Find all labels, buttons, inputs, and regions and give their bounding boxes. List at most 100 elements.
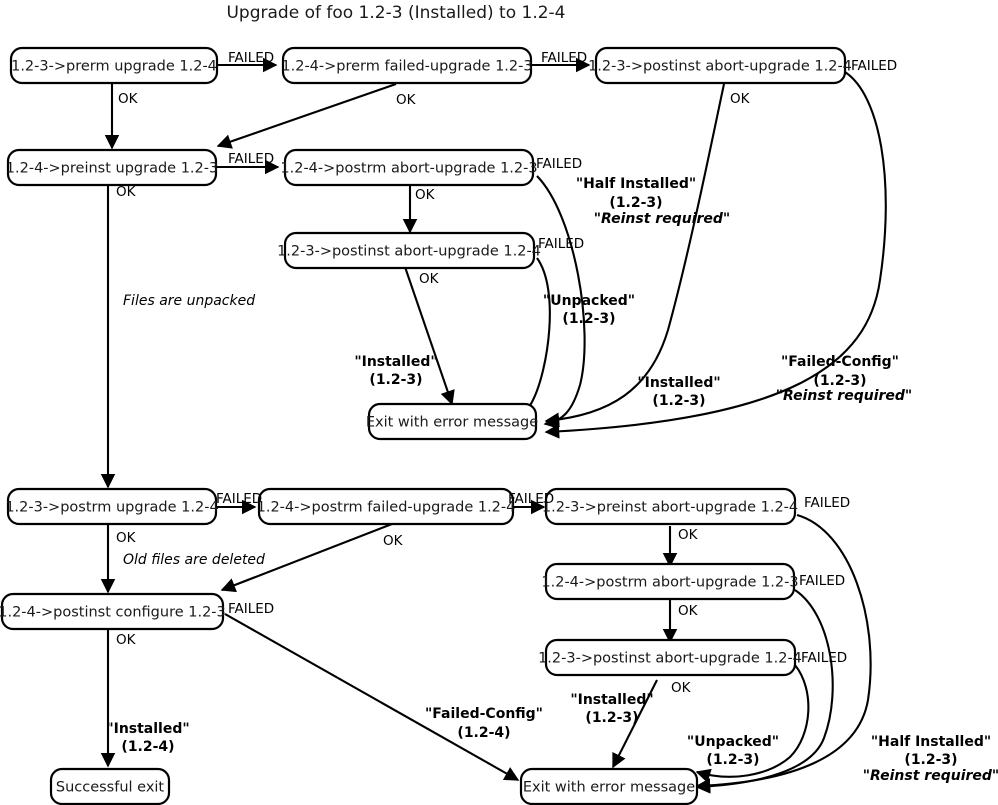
edge-label-ok: OK [671,680,692,696]
edge-label-ok: OK [730,91,751,107]
state-line-3: "Reinst required" [863,768,998,784]
edge-label-ok: OK [116,632,137,648]
node-label: Exit with error message [366,415,538,431]
node-postrm-upgrade[interactable]: 1.2-3->postrm upgrade 1.2-4 [5,487,219,526]
edge-postrmabortmid-failed-exit [536,175,586,429]
edge-preinstabort-failed-exit [695,513,872,793]
state-line-3: "Reinst required" [776,388,912,404]
edge-postinstabortmid-failed-exit [516,257,551,421]
edge-postinstabortlow-failed-exit [695,664,810,783]
state-line-1: "Installed" [354,354,437,370]
edge-postinstabortlow-ok-exit [612,679,658,769]
edge-label-failed: FAILED [216,491,262,507]
edge-label-failed: FAILED [228,50,274,66]
edge-postinstabortmid-ok-exit [403,263,455,406]
edge-label-failed: FAILED [799,573,845,589]
state-line-2: (1.2-4) [457,725,510,741]
edge-label-failed: FAILED [804,495,850,511]
node-prerm-failed-upgrade[interactable]: 1.2-4->prerm failed-upgrade 1.2-3 [281,46,533,85]
node-postrm-abort-mid[interactable]: 1.2-4->postrm abort-upgrade 1.2-3 [280,148,538,187]
node-prerm-upgrade[interactable]: 1.2-3->prerm upgrade 1.2-4 [9,46,219,85]
node-exit-error-bottom[interactable]: Exit with error message [519,767,699,805]
state-line-2: (1.2-4) [121,739,174,755]
node-label: 1.2-4->postrm abort-upgrade 1.2-3 [541,575,798,591]
state-label-unpacked-lower: "Unpacked" (1.2-3) [687,734,779,768]
node-label: 1.2-4->postrm failed-upgrade 1.2-4 [257,500,516,516]
state-label-installed-upper-left: "Installed" (1.2-3) [354,354,437,388]
edge-label-ok: OK [678,527,699,543]
state-line-1: "Half Installed" [871,734,991,750]
state-line-1: "Half Installed" [576,176,696,192]
node-label: 1.2-3->postinst abort-upgrade 1.2-4 [277,244,541,260]
edge-postrmabortlow-failed-exit [695,589,834,794]
state-label-failed-config-124: "Failed-Config" (1.2-4) [425,706,543,741]
edge-label-failed: FAILED [541,50,587,66]
edge-label-ok: OK [118,91,139,107]
state-line-2: (1.2-3) [904,752,957,768]
state-line-2: (1.2-3) [652,393,705,409]
state-line-1: "Failed-Config" [781,354,899,370]
node-postinst-abort-mid[interactable]: 1.2-3->postinst abort-upgrade 1.2-4 [277,231,541,270]
state-line-1: "Installed" [637,375,720,391]
state-line-2: (1.2-3) [813,373,866,389]
node-label: 1.2-4->postinst configure 1.2-3 [0,605,226,621]
state-label-half-installed-lower: "Half Installed" (1.2-3) "Reinst require… [863,734,998,784]
state-label-failed-config-123: "Failed-Config" (1.2-3) "Reinst required… [776,354,912,404]
state-label-half-installed-upper: "Half Installed" (1.2-3) "Reinst require… [576,176,730,227]
state-line-1: "Installed" [570,692,653,708]
node-label: 1.2-4->prerm failed-upgrade 1.2-3 [281,59,532,75]
note-files-unpacked: Files are unpacked [123,293,255,309]
node-postinst-abort-top[interactable]: 1.2-3->postinst abort-upgrade 1.2-4 [588,46,852,85]
node-postinst-configure[interactable]: 1.2-4->postinst configure 1.2-3 [0,592,226,631]
edge-label-failed: FAILED [538,236,584,252]
edge-postrmfail-postinstconf-ok [220,523,393,593]
node-preinst-upgrade[interactable]: 1.2-4->preinst upgrade 1.2-3 [6,148,218,187]
state-line-1: "Unpacked" [543,293,635,309]
state-label-installed-124: "Installed" (1.2-4) [106,721,189,755]
edge-label-ok: OK [383,533,404,549]
node-postinst-abort-low[interactable]: 1.2-3->postinst abort-upgrade 1.2-4 [538,638,802,677]
state-line-3: "Reinst required" [594,211,730,227]
edge-label-ok: OK [116,530,137,546]
state-line-1: "Unpacked" [687,734,779,750]
node-postrm-failed-upgrade[interactable]: 1.2-4->postrm failed-upgrade 1.2-4 [257,487,516,526]
node-label: 1.2-4->postrm abort-upgrade 1.2-3 [280,161,537,177]
node-preinst-abort[interactable]: 1.2-3->preinst abort-upgrade 1.2-4 [542,487,798,526]
edge-label-ok: OK [116,184,137,200]
node-postrm-abort-low[interactable]: 1.2-4->postrm abort-upgrade 1.2-3 [541,562,799,601]
edge-label-ok: OK [678,603,699,619]
node-label: 1.2-4->preinst upgrade 1.2-3 [6,161,218,177]
node-label: Exit with error message [523,780,695,796]
state-label-installed-upper-right: "Installed" (1.2-3) [637,375,720,409]
edge-postinsttop-failed-exit [544,71,887,439]
node-successful-exit[interactable]: Successful exit [49,767,171,805]
edge-label-ok: OK [396,92,417,108]
edge-postinstconf-failed-exit [224,613,520,781]
edge-label-failed: FAILED [228,151,274,167]
note-old-files-deleted: Old files are deleted [123,552,265,568]
edge-label-failed: FAILED [801,650,847,666]
state-line-2: (1.2-3) [585,710,638,726]
state-label-installed-lower: "Installed" (1.2-3) [570,692,653,726]
state-line-2: (1.2-3) [609,195,662,211]
node-label: 1.2-3->postinst abort-upgrade 1.2-4 [538,651,802,667]
node-exit-error-top[interactable]: Exit with error message [366,402,538,441]
state-line-2: (1.2-3) [369,372,422,388]
edge-label-failed: FAILED [536,156,582,172]
node-label: 1.2-3->postinst abort-upgrade 1.2-4 [588,59,852,75]
edge-label-ok: OK [419,271,440,287]
edge-label-failed: FAILED [508,491,554,507]
state-label-unpacked-upper: "Unpacked" (1.2-3) [543,293,635,327]
edge-prermfail-preinst-ok [216,83,397,149]
page-title: Upgrade of foo 1.2-3 (Installed) to 1.2-… [226,3,565,23]
node-label: Successful exit [56,780,165,796]
state-line-1: "Failed-Config" [425,706,543,722]
node-label: 1.2-3->postrm upgrade 1.2-4 [5,500,218,516]
state-line-1: "Installed" [106,721,189,737]
edge-label-failed: FAILED [851,58,897,74]
state-line-2: (1.2-3) [706,752,759,768]
edge-label-ok: OK [415,187,436,203]
state-line-2: (1.2-3) [562,311,615,327]
node-label: 1.2-3->prerm upgrade 1.2-4 [11,59,217,75]
